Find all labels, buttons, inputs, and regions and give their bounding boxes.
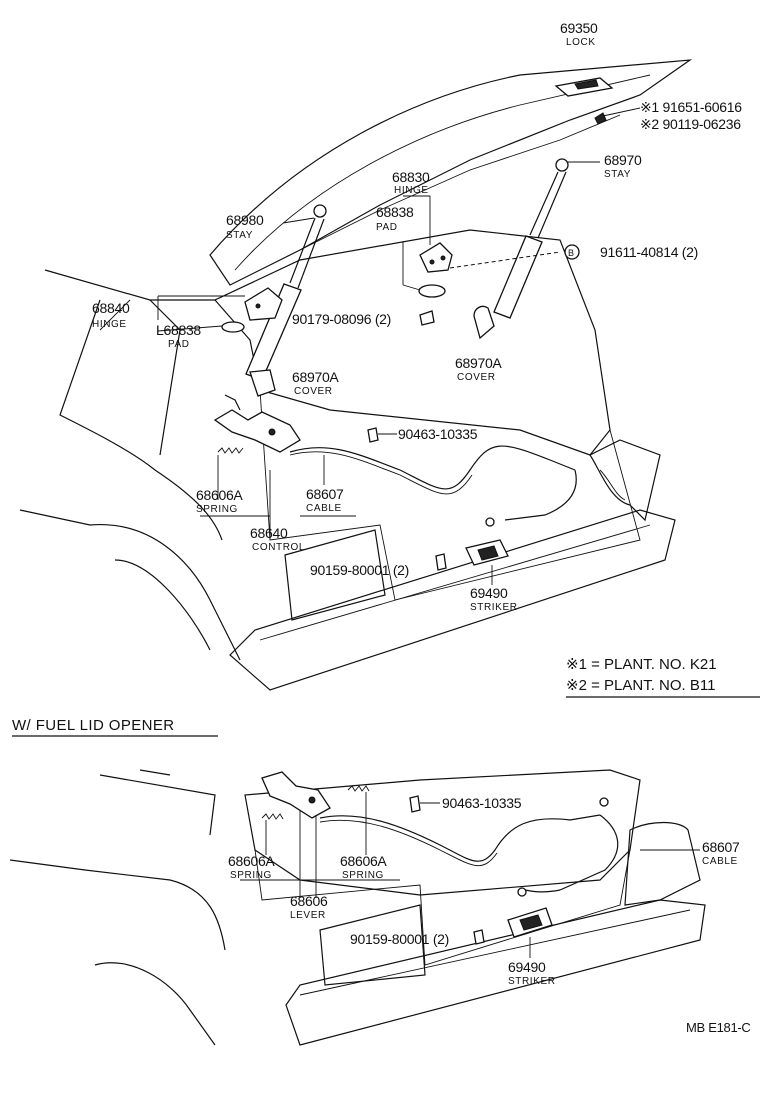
spring-part-name: SPRING bbox=[196, 504, 238, 515]
right-cover-part bbox=[473, 305, 495, 340]
clamp-part bbox=[367, 427, 397, 443]
striker-part-number: 69490 bbox=[470, 585, 508, 601]
left-hinge-part-number: 68840 bbox=[92, 300, 130, 316]
right-cover-part-name: COVER bbox=[457, 372, 496, 383]
lower-striker-part-name: STRIKER bbox=[508, 976, 556, 987]
legend-line-1: ※1 = PLANT. NO. K21 bbox=[566, 656, 717, 673]
upper-callouts: 69350 LOCK ※1 91651-60616 ※2 90119-06236… bbox=[92, 20, 743, 613]
spring-part-number: 68606A bbox=[196, 487, 243, 503]
spring-part bbox=[217, 447, 244, 500]
legend-line-2: ※2 = PLANT. NO. B11 bbox=[566, 677, 715, 694]
screw1-part-number: ※1 91651-60616 bbox=[640, 99, 742, 115]
lower-cable-part bbox=[319, 797, 700, 897]
clip-part-number: 90179-08096 (2) bbox=[292, 311, 391, 327]
left-cover-part-number: 68970A bbox=[292, 369, 339, 385]
clip-part bbox=[419, 310, 435, 326]
right-stay-part-number: 68970 bbox=[604, 152, 642, 168]
section-title: W/ FUEL LID OPENER bbox=[12, 717, 175, 734]
tailgate-lock-part bbox=[554, 77, 614, 97]
right-stay-part-name: STAY bbox=[604, 169, 631, 180]
left-hinge-part-name: HINGE bbox=[92, 319, 127, 330]
lower-spring-right-part-number: 68606A bbox=[340, 853, 387, 869]
control-part-number: 68640 bbox=[250, 525, 288, 541]
lower-spring-left-part bbox=[261, 813, 284, 855]
lower-callouts: 90463-10335 68607 CABLE 68606A SPRING 68… bbox=[228, 795, 740, 987]
control-leaders bbox=[200, 470, 356, 540]
left-cover-part bbox=[249, 369, 276, 397]
lower-spring-right-part bbox=[347, 785, 370, 855]
car-body-upper bbox=[19, 59, 693, 691]
left-pad-part-name: PAD bbox=[168, 339, 190, 350]
footer-code: MB E181-C bbox=[686, 1020, 751, 1035]
lower-cable-part-name: CABLE bbox=[702, 856, 738, 867]
lower-striker-part-number: 69490 bbox=[508, 959, 546, 975]
cable-part-name: CABLE bbox=[306, 503, 342, 514]
control-part-name: CONTROL bbox=[252, 542, 305, 553]
left-stay-part-number: 68980 bbox=[226, 212, 264, 228]
lower-lever-part-number: 68606 bbox=[290, 893, 328, 909]
control-part bbox=[213, 394, 301, 453]
lower-striker-bolt-part-number: 90159-80001 (2) bbox=[350, 931, 449, 947]
car-body-lower bbox=[9, 769, 706, 1046]
left-stay-part-name: STAY bbox=[226, 230, 253, 241]
striker-part-name: STRIKER bbox=[470, 602, 518, 613]
clamp-part-number: 90463-10335 bbox=[398, 426, 478, 442]
center-hinge-part-number: 68830 bbox=[392, 169, 430, 185]
left-hinge-part bbox=[157, 287, 283, 321]
lower-lever-part-name: LEVER bbox=[290, 910, 326, 921]
screw2-part-number: ※2 90119-06236 bbox=[640, 116, 741, 132]
striker-part bbox=[465, 539, 509, 585]
lock-part-number: 69350 bbox=[560, 20, 598, 36]
lower-spring-left-part-number: 68606A bbox=[228, 853, 275, 869]
section-header: W/ FUEL LID OPENER bbox=[12, 717, 218, 737]
lower-clamp-part bbox=[409, 795, 440, 813]
center-hinge-part-name: HINGE bbox=[394, 185, 429, 196]
center-hinge-part bbox=[403, 195, 453, 273]
lock-part-name: LOCK bbox=[566, 37, 596, 48]
striker-bolt-part bbox=[435, 553, 447, 571]
bolt-b-part bbox=[449, 244, 580, 269]
left-pad-part-number: L68838 bbox=[156, 322, 201, 338]
lower-cable-part-number: 68607 bbox=[702, 839, 740, 855]
left-stay-part bbox=[245, 204, 327, 381]
right-cover-part-number: 68970A bbox=[455, 355, 502, 371]
center-pad-part-name: PAD bbox=[376, 222, 398, 233]
left-pad-part bbox=[157, 321, 245, 333]
lever-part bbox=[261, 771, 331, 819]
striker-bolt-part-number: 90159-80001 (2) bbox=[310, 562, 409, 578]
lower-lever-leaders bbox=[240, 810, 400, 898]
cable-part-number: 68607 bbox=[306, 486, 344, 502]
bolt-b-marker: B bbox=[568, 248, 575, 258]
lower-striker-bolt-part bbox=[473, 929, 485, 945]
cable-part bbox=[289, 445, 577, 527]
lock-screw-part bbox=[594, 107, 641, 125]
lower-spring-left-part-name: SPRING bbox=[230, 870, 272, 881]
lower-clamp-part-number: 90463-10335 bbox=[442, 795, 522, 811]
plant-legend: ※1 = PLANT. NO. K21 ※2 = PLANT. NO. B11 bbox=[566, 656, 760, 698]
center-pad-part bbox=[402, 242, 446, 298]
lower-striker-part bbox=[507, 907, 553, 958]
lower-spring-right-part-name: SPRING bbox=[342, 870, 384, 881]
left-cover-part-name: COVER bbox=[294, 386, 333, 397]
center-pad-part-number: 68838 bbox=[376, 204, 414, 220]
bolt-b-part-number: 91611-40814 (2) bbox=[600, 244, 698, 260]
